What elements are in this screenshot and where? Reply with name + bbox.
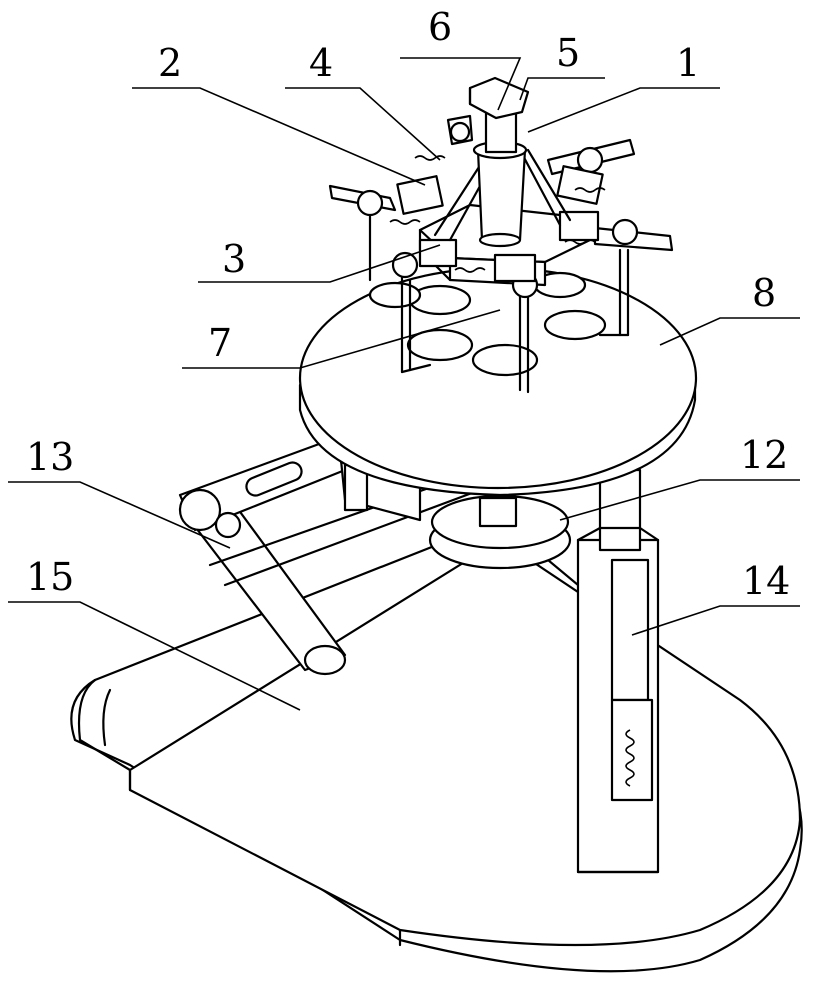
- label-3: 3: [222, 237, 246, 281]
- label-12: 12: [740, 433, 788, 477]
- label-1: 1: [676, 41, 700, 85]
- base-plate: [71, 520, 801, 971]
- label-5: 5: [556, 31, 580, 75]
- label-2: 2: [158, 41, 182, 85]
- label-4: 4: [309, 41, 333, 85]
- round-table: [300, 268, 696, 495]
- label-6: 6: [428, 5, 452, 49]
- support-column: [578, 470, 658, 872]
- label-7: 7: [208, 321, 232, 365]
- label-14: 14: [742, 559, 790, 603]
- label-8: 8: [752, 271, 776, 315]
- label-15: 15: [26, 555, 74, 599]
- label-13: 13: [26, 435, 74, 479]
